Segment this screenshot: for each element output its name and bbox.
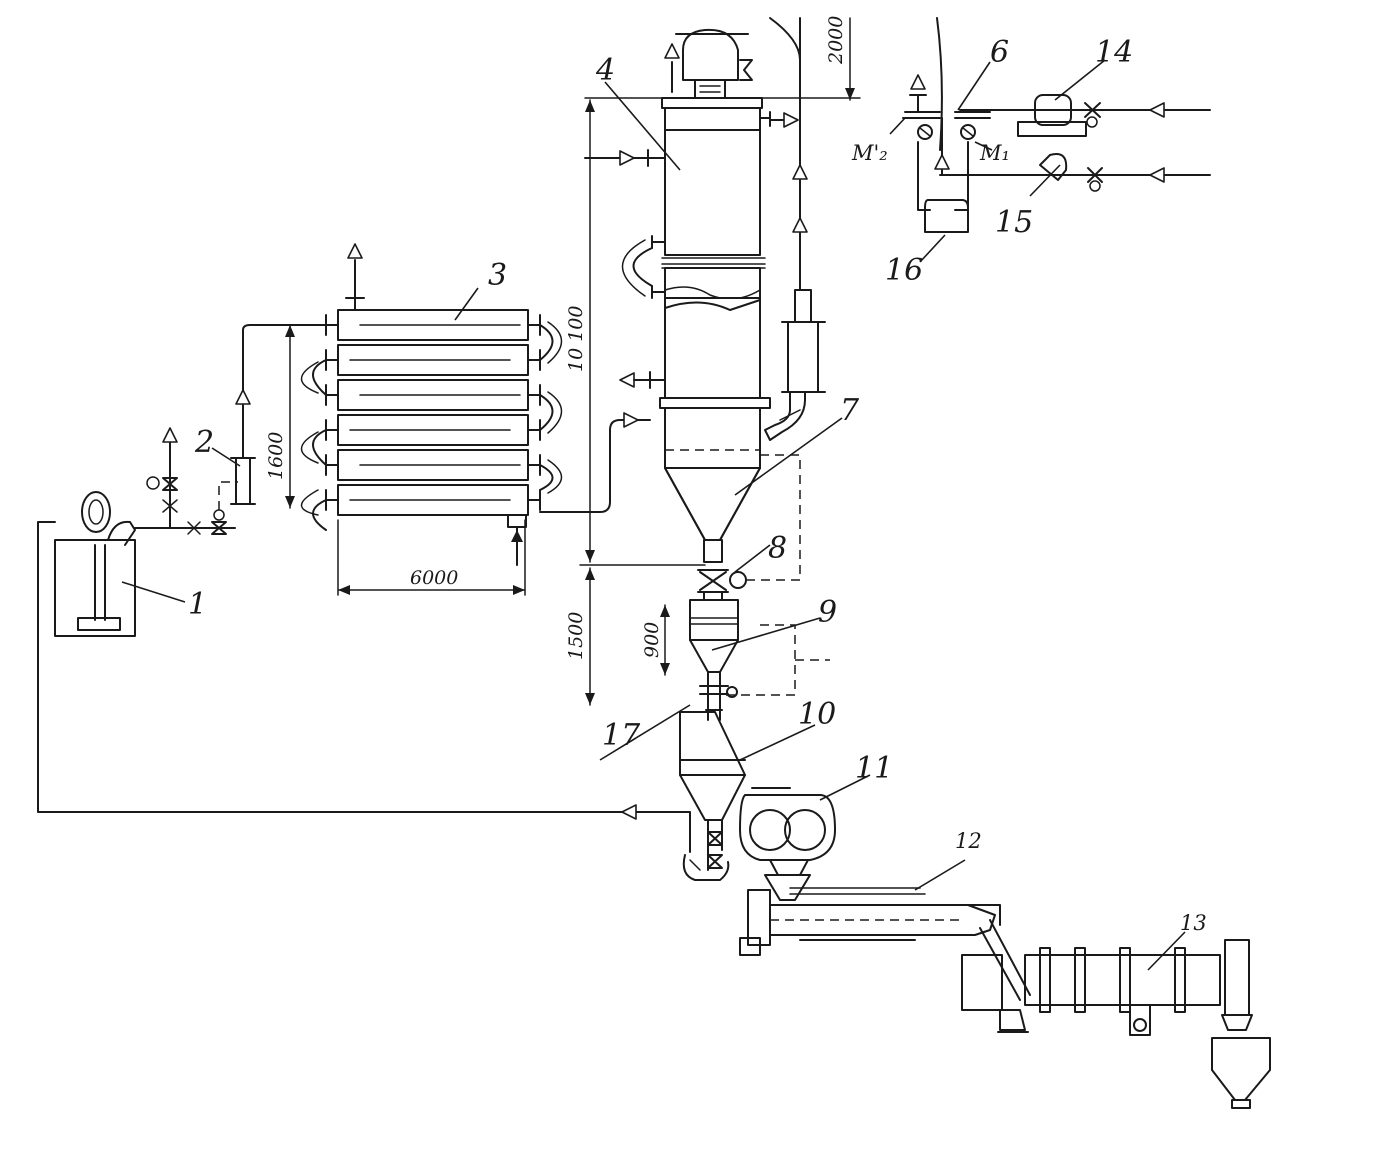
return-arrow xyxy=(621,804,637,820)
label-12: 12 xyxy=(955,829,982,853)
label-1: 1 xyxy=(188,587,207,622)
label-16: 16 xyxy=(885,253,923,288)
screw-conveyor-12 xyxy=(739,887,1031,1001)
dim-1600: 1600 xyxy=(265,432,287,480)
heat-exchanger-3 xyxy=(300,243,651,566)
label-3: 3 xyxy=(488,258,507,293)
label-17: 17 xyxy=(602,718,641,753)
label-8: 8 xyxy=(768,531,787,566)
separator-9 xyxy=(689,599,739,721)
mixer-11 xyxy=(739,787,836,901)
label-14: 14 xyxy=(1095,35,1133,70)
label-15: 15 xyxy=(995,205,1033,240)
label-2: 2 xyxy=(194,425,214,460)
label-6: 6 xyxy=(990,35,1009,70)
feed-tank-pump-1 xyxy=(54,491,236,637)
rotary-dryer-13 xyxy=(961,939,1271,1109)
label-13: 13 xyxy=(1180,911,1207,935)
hopper-10 xyxy=(679,711,746,881)
dim-6000: 6000 xyxy=(410,567,458,589)
reactor-column-4 xyxy=(584,17,830,696)
label-9: 9 xyxy=(818,595,837,630)
dim-900: 900 xyxy=(641,622,663,658)
label-m1: M₁ xyxy=(979,141,1010,165)
filter-2 xyxy=(230,324,333,505)
label-m2: M'₂ xyxy=(851,141,888,165)
return-loop-line xyxy=(37,521,691,853)
label-10: 10 xyxy=(798,697,836,732)
dim-2000: 2000 xyxy=(825,16,847,65)
leader-lines xyxy=(121,59,1186,971)
valve-8 xyxy=(697,569,747,601)
dimension-lines-column xyxy=(579,17,943,706)
dim-1500: 1500 xyxy=(565,612,587,660)
gas-supply-group xyxy=(902,74,1211,233)
label-11: 11 xyxy=(855,751,893,786)
dimension-lines-hx xyxy=(285,324,526,596)
label-4: 4 xyxy=(595,53,615,88)
dim-10100: 10 100 xyxy=(565,306,587,372)
feed-valves xyxy=(146,427,238,535)
label-7: 7 xyxy=(840,393,860,428)
